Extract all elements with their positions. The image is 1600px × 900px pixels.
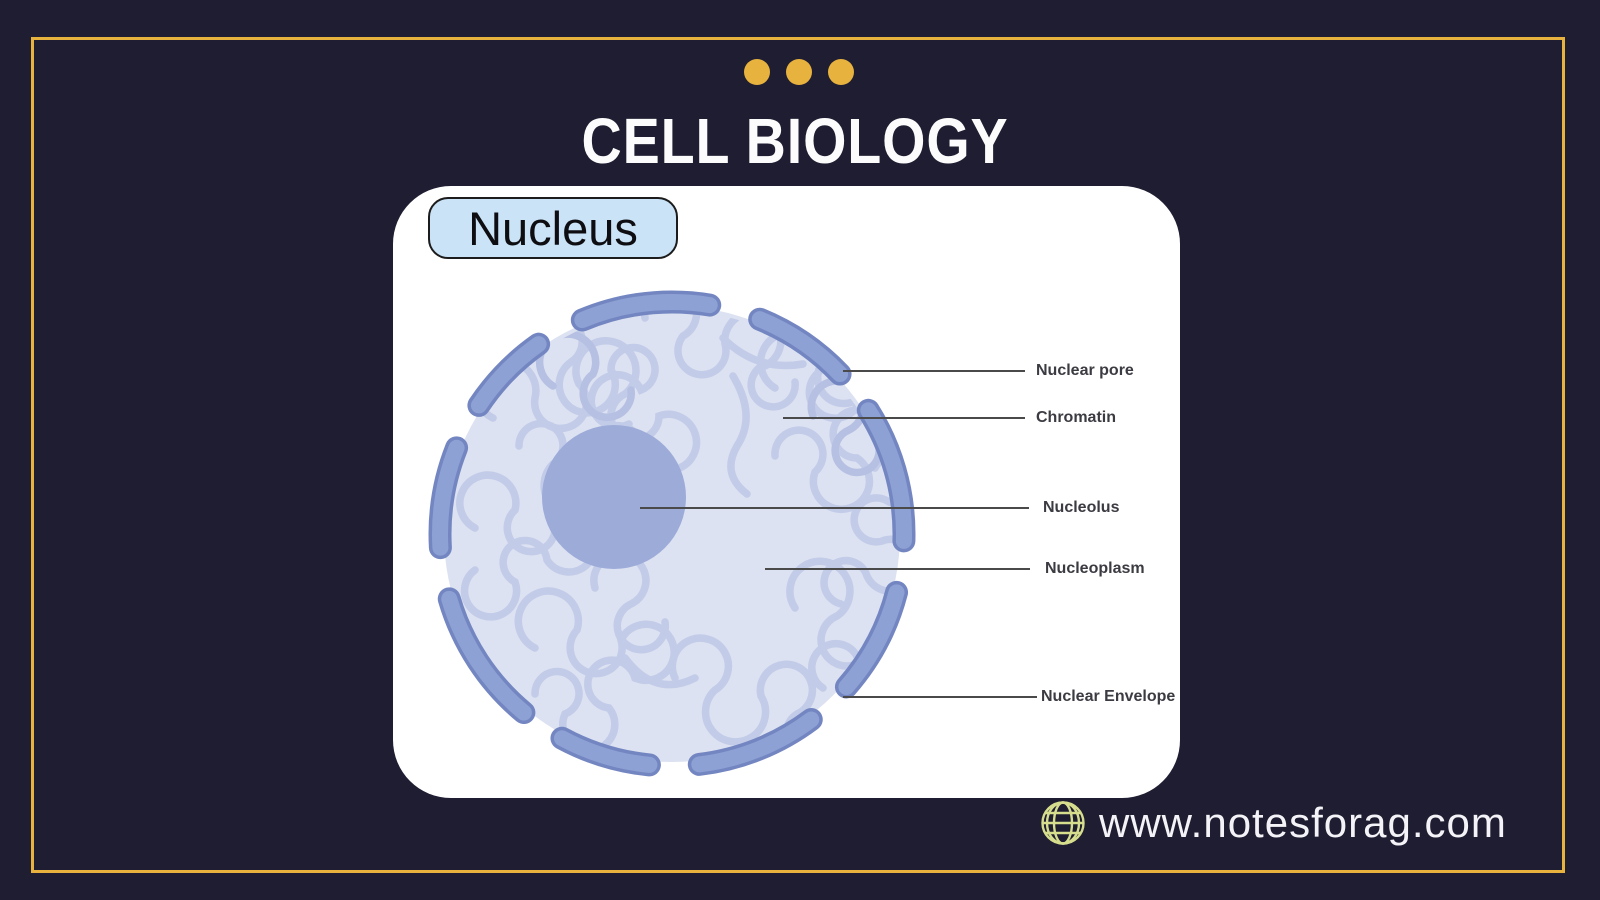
nucleolus-shape xyxy=(542,425,686,569)
accent-dot xyxy=(744,59,770,85)
website-footer: www.notesforag.com xyxy=(1040,799,1507,847)
page-title: CELL BIOLOGY xyxy=(581,105,1009,177)
nuclear-envelope-arcs xyxy=(428,290,916,778)
nucleus-diagram xyxy=(428,290,1037,778)
globe-icon xyxy=(1041,801,1085,845)
nucleus-badge: Nucleus xyxy=(428,197,678,259)
accent-dot xyxy=(786,59,812,85)
accent-dot xyxy=(828,59,854,85)
website-url[interactable]: www.notesforag.com xyxy=(1099,799,1507,846)
label-nuclear-pore: Nuclear pore xyxy=(1036,362,1134,379)
label-nucleoplasm: Nucleoplasm xyxy=(1045,560,1145,577)
diagram-card: Nucleus xyxy=(393,186,1180,798)
three-accent-dots xyxy=(744,59,854,85)
label-nuclear-envelope: Nuclear Envelope xyxy=(1041,688,1176,705)
label-chromatin: Chromatin xyxy=(1036,409,1116,426)
label-nucleolus: Nucleolus xyxy=(1043,499,1120,516)
